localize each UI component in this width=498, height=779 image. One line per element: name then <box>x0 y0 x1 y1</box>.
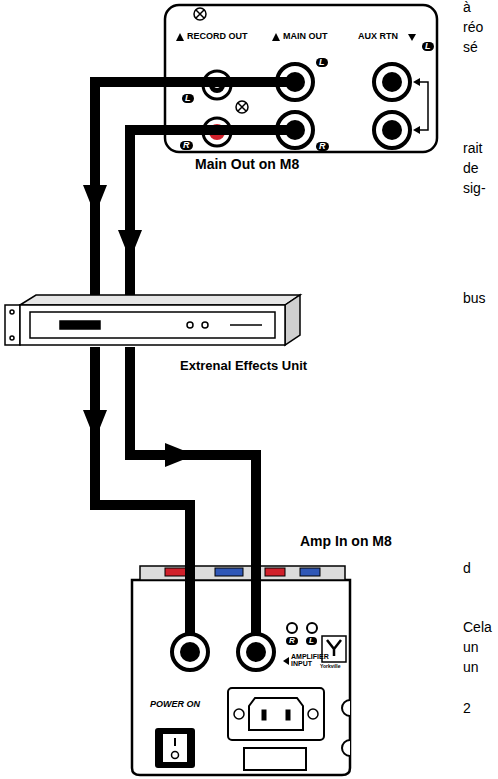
text-fragment: un <box>463 660 479 675</box>
device-caption: Amp In on M8 <box>300 533 392 549</box>
text-fragment: sé <box>463 40 478 55</box>
text-fragment: 2 <box>463 701 471 716</box>
cable-stub <box>165 82 290 130</box>
arrow-head <box>83 410 107 440</box>
text-fragment: sig- <box>463 181 486 196</box>
panel-label: RECORD OUT <box>187 32 248 41</box>
ground-symbol <box>236 101 248 113</box>
logo-mark <box>327 640 341 656</box>
channel-badge: L <box>306 637 317 645</box>
channel-badge: R <box>316 142 329 151</box>
cable-connector <box>130 347 256 565</box>
arrow-head <box>118 230 142 260</box>
text-fragment: d <box>463 561 471 576</box>
up-triangle <box>176 33 184 41</box>
amp-panel <box>132 566 350 775</box>
channel-badge: R <box>286 637 298 645</box>
cable-line <box>130 130 165 295</box>
up-triangle <box>272 33 280 41</box>
arrow-head <box>83 185 107 215</box>
text-fragment: à <box>463 0 471 15</box>
jack-socket <box>277 64 410 148</box>
cable-line <box>130 347 256 565</box>
effects-unit <box>5 295 300 345</box>
mixer-panel <box>165 5 437 152</box>
iec-socket <box>228 688 324 770</box>
switch-label: POWER ON <box>150 700 200 709</box>
channel-badge: R <box>180 141 193 150</box>
panel-label: AUX RTN <box>358 32 398 41</box>
panel-label: MAIN OUT <box>283 32 328 41</box>
cable-connector <box>118 130 165 295</box>
text-fragment: Cela <box>463 620 492 635</box>
cable-stub <box>190 565 256 640</box>
text-fragment: de <box>463 161 479 176</box>
panel-label: Yorkville <box>320 664 340 669</box>
channel-badge: L <box>316 58 328 67</box>
channel-badge: L <box>422 42 434 51</box>
cable-connector <box>83 82 165 295</box>
text-fragment: réo <box>463 20 483 35</box>
ground-symbol <box>194 8 206 20</box>
down-triangle <box>408 34 416 41</box>
text-fragment: rait <box>463 141 482 156</box>
device-node: Main Out on M8 <box>165 5 437 152</box>
device-caption: Extrenal Effects Unit <box>180 358 307 373</box>
device-node: Amp In on M8 <box>128 565 350 775</box>
aux-link-arrow <box>413 78 428 134</box>
left-triangle <box>283 657 289 665</box>
text-fragment: bus <box>463 291 486 306</box>
device-caption: Main Out on M8 <box>195 156 299 172</box>
text-fragment: un <box>463 640 479 655</box>
device-node: Extrenal Effects Unit <box>5 295 300 347</box>
power-switch <box>155 728 195 768</box>
channel-badge: L <box>182 94 194 103</box>
arrow-head <box>165 443 195 467</box>
